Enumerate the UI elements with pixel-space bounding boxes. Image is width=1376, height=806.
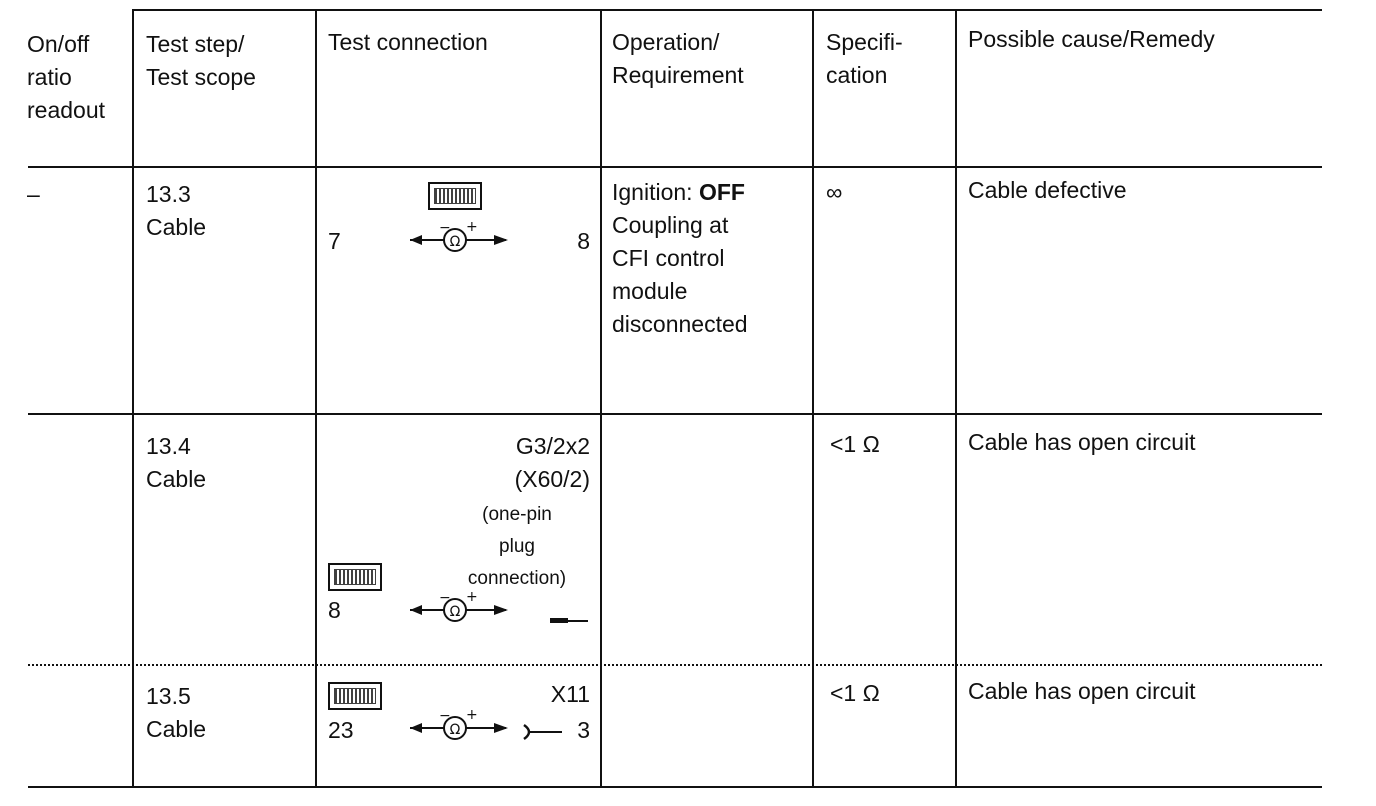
ohmmeter-icon: Ω − + xyxy=(410,707,508,740)
header-remedy: Possible cause/Remedy xyxy=(968,26,1215,52)
row-13-3-remedy: Cable defective xyxy=(968,177,1127,203)
row-13-3-conn-left: 7 xyxy=(328,228,341,254)
svg-text:+: + xyxy=(466,589,478,605)
svg-text:+: + xyxy=(466,219,478,235)
header-readout: On/off ratio readout xyxy=(27,31,106,123)
row-13-3-bottom-border xyxy=(28,413,1322,415)
row-13-3-step: 13.3 Cable xyxy=(146,181,207,240)
row-13-4-conn-note: (one-pin plug connection) xyxy=(467,504,567,589)
svg-text:Ω: Ω xyxy=(450,722,461,738)
row-13-3-operation: Ignition: OFF Coupling at CFI control mo… xyxy=(612,176,748,341)
col-divider-2 xyxy=(315,9,317,788)
row-13-4-remedy: Cable has open circuit xyxy=(968,429,1196,455)
row-13-5-spec: <1 Ω xyxy=(830,680,880,706)
ohmmeter-icon: Ω − + xyxy=(410,219,508,252)
svg-text:−: − xyxy=(439,708,451,724)
header-test-connection: Test connection xyxy=(328,29,488,55)
svg-text:Ω: Ω xyxy=(450,234,461,250)
row-13-5-conn-title: X11 xyxy=(550,681,590,707)
plug-icon xyxy=(550,618,588,623)
table-bottom-border xyxy=(28,786,1322,788)
operation-rest: Coupling at CFI control module disconnec… xyxy=(612,212,748,337)
header-bottom-border xyxy=(28,166,1322,168)
tester-icon xyxy=(328,563,382,591)
top-border xyxy=(132,9,1322,11)
row-13-3-spec: ∞ xyxy=(826,179,843,205)
svg-text:Ω: Ω xyxy=(450,604,461,620)
row-13-4-bottom-border xyxy=(28,664,1322,666)
tester-icon xyxy=(428,182,482,210)
col-divider-1 xyxy=(132,9,134,788)
row-13-4-spec: <1 Ω xyxy=(830,431,880,457)
socket-icon xyxy=(523,723,562,741)
row-13-4-conn-left: 8 xyxy=(328,597,341,623)
col-divider-5 xyxy=(955,9,957,788)
operation-prefix: Ignition: xyxy=(612,179,699,205)
ohmmeter-icon: Ω − + xyxy=(410,589,508,622)
header-test-step: Test step/ Test scope xyxy=(146,31,256,90)
header-operation: Operation/ Requirement xyxy=(612,29,744,88)
col-divider-4 xyxy=(812,9,814,788)
row-13-3-conn-right: 8 xyxy=(577,228,590,254)
row-13-4-step: 13.4 Cable xyxy=(146,433,207,492)
operation-bold: OFF xyxy=(698,179,745,205)
row-13-3-readout: – xyxy=(27,181,40,207)
row-13-4-conn-title: G3/2x2 (X60/2) xyxy=(514,433,590,492)
svg-text:−: − xyxy=(439,590,451,606)
row-13-5-conn-right: 3 xyxy=(577,717,590,743)
row-13-5-conn-left: 23 xyxy=(328,717,354,743)
col-divider-3 xyxy=(600,9,602,788)
svg-text:+: + xyxy=(466,707,478,723)
tester-icon xyxy=(328,682,382,710)
row-13-5-remedy: Cable has open circuit xyxy=(968,678,1196,704)
row-13-5-step: 13.5 Cable xyxy=(146,683,207,742)
svg-text:−: − xyxy=(439,220,451,236)
header-specification: Specifi- cation xyxy=(826,29,903,88)
